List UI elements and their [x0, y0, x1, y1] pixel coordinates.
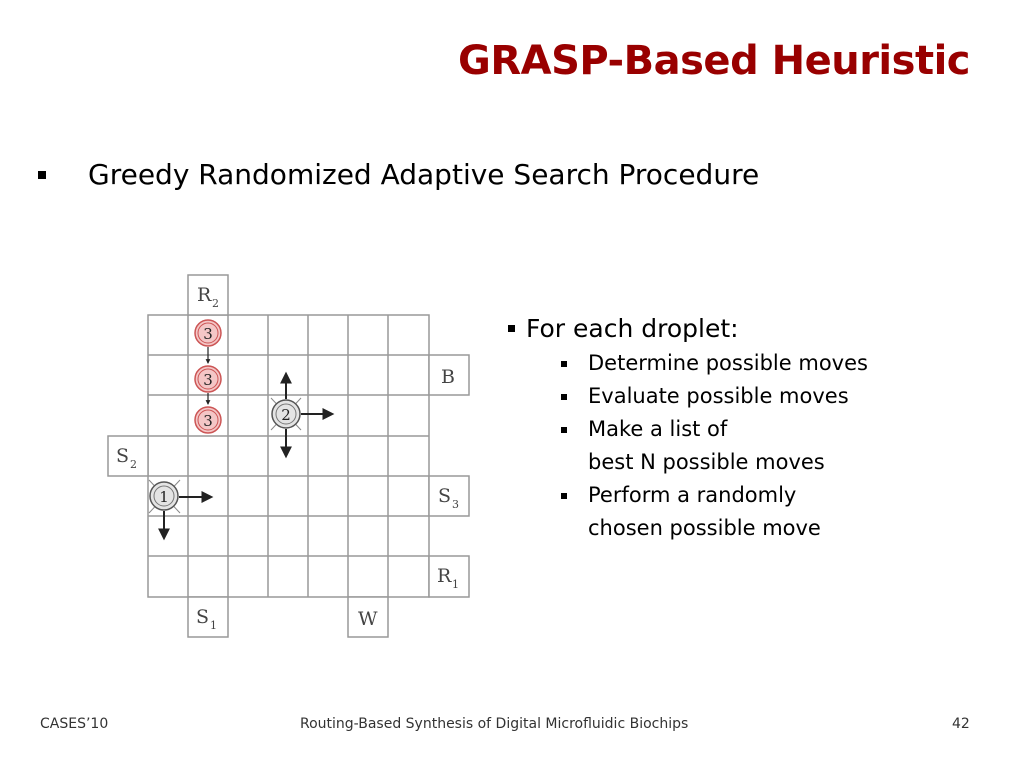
svg-text:S: S [196, 606, 209, 628]
port-b: B [428, 354, 470, 396]
port-r1: R 1 [428, 555, 470, 598]
steps-sublist: Determine possible moves Evaluate possib… [561, 347, 868, 545]
step-item: Evaluate possible moves [561, 380, 868, 413]
svg-text:1: 1 [452, 578, 459, 591]
main-bullet: Greedy Randomized Adaptive Search Proced… [38, 158, 759, 191]
port-s1: S 1 [187, 596, 229, 638]
svg-text:1: 1 [159, 488, 169, 506]
port-w: W [347, 596, 389, 638]
svg-text:W: W [358, 608, 378, 630]
svg-text:3: 3 [203, 371, 213, 389]
footer-page-number: 42 [952, 716, 970, 732]
svg-text:S: S [116, 445, 129, 467]
svg-text:2: 2 [212, 297, 219, 310]
droplet-1: 1 [148, 479, 214, 541]
step-text: Perform a randomly [588, 483, 797, 507]
svg-text:1: 1 [210, 619, 217, 632]
bullet-square-icon [561, 361, 567, 367]
slide-title: GRASP-Based Heuristic [458, 38, 970, 84]
port-s2: S 2 [107, 435, 149, 477]
steps-heading-text: For each droplet: [526, 314, 739, 343]
bullet-square-icon [38, 170, 46, 179]
step-item: Make a list of best N possible moves [561, 413, 868, 479]
svg-text:2: 2 [281, 406, 291, 424]
droplet-2: 2 [270, 371, 335, 459]
steps-heading: For each droplet: [508, 314, 868, 343]
step-item: Determine possible moves [561, 347, 868, 380]
footer-conference: CASES’10 [40, 716, 109, 732]
main-bullet-text: Greedy Randomized Adaptive Search Proced… [88, 158, 760, 191]
droplet-3-bottom: 3 [194, 406, 222, 434]
droplet-3-middle: 3 [194, 365, 222, 393]
step-text: Determine possible moves [588, 351, 868, 375]
svg-text:R: R [437, 565, 452, 587]
port-s3: S 3 [428, 475, 470, 517]
port-r2: R 2 [187, 274, 229, 316]
step-text-continued: chosen possible move [588, 516, 821, 540]
droplet-steps-list: For each droplet: Determine possible mov… [508, 314, 868, 545]
grid-cells [147, 314, 430, 598]
droplet-3-top: 3 [194, 319, 222, 347]
bullet-square-icon [561, 493, 567, 499]
svg-text:3: 3 [452, 498, 459, 511]
step-text-continued: best N possible moves [588, 450, 825, 474]
step-text: Make a list of [588, 417, 728, 441]
svg-text:2: 2 [130, 458, 137, 471]
svg-text:3: 3 [203, 325, 213, 343]
step-item: Perform a randomly chosen possible move [561, 479, 868, 545]
bullet-square-icon [561, 394, 567, 400]
svg-text:R: R [197, 284, 212, 306]
svg-text:B: B [441, 366, 455, 388]
footer-presentation-title: Routing-Based Synthesis of Digital Micro… [300, 716, 689, 732]
svg-text:S: S [438, 485, 451, 507]
step-text: Evaluate possible moves [588, 384, 849, 408]
bullet-square-icon [508, 325, 515, 332]
bullet-square-icon [561, 427, 567, 433]
svg-text:3: 3 [203, 412, 213, 430]
